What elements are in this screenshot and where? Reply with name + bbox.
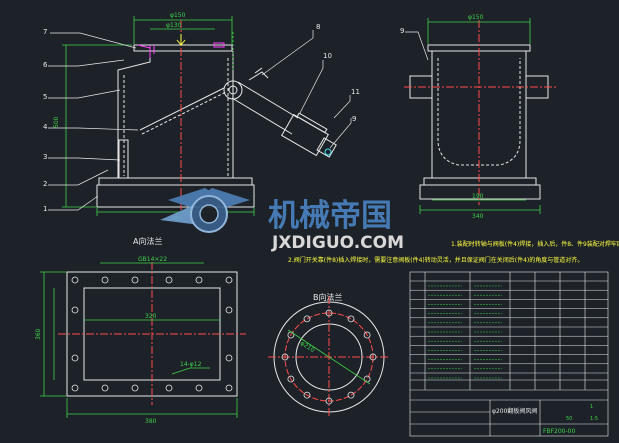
dim-top-width: φ150 bbox=[170, 12, 186, 19]
watermark-logo-icon bbox=[160, 188, 250, 233]
dim-a-top: GB14×22 bbox=[138, 256, 167, 263]
dim-a-width: 380 bbox=[145, 418, 157, 425]
dim-a-hole: 14-φ12 bbox=[180, 361, 202, 368]
side-view bbox=[404, 20, 556, 205]
drawing-title: φ200翻板阀风阀 bbox=[492, 407, 537, 415]
callout-labels: 7 6 5 4 3 2 1 8 10 11 9 bbox=[43, 23, 360, 213]
a-view-holes bbox=[71, 276, 233, 392]
bolt-hole bbox=[325, 309, 333, 317]
valve-body bbox=[117, 51, 234, 179]
callout-10: 10 bbox=[323, 52, 332, 60]
side-dimensions bbox=[419, 18, 541, 214]
side-dim-texts: φ150 190 340 bbox=[468, 14, 484, 220]
drawing-scale: 1:5 bbox=[590, 416, 598, 422]
bolt-hole bbox=[303, 315, 311, 323]
side-callout: 9 bbox=[400, 27, 429, 61]
bolt-hole bbox=[369, 353, 377, 361]
bolt-hole bbox=[347, 391, 355, 399]
bolt-hole bbox=[281, 353, 289, 361]
watermark: 机械帝国 JXDIGUO.COM bbox=[160, 188, 404, 253]
bolt-hole bbox=[303, 391, 311, 399]
callout-6: 6 bbox=[43, 61, 48, 69]
a-view-dimensions bbox=[40, 262, 238, 418]
bolt-hole bbox=[363, 331, 371, 339]
drawing-sheet: 1 bbox=[590, 404, 593, 410]
dim-side-340: 340 bbox=[472, 213, 484, 220]
dim-b-dia: φ210 bbox=[299, 340, 316, 354]
callout-5: 5 bbox=[43, 93, 47, 101]
front-dimensions bbox=[62, 16, 255, 216]
a-view bbox=[58, 262, 246, 405]
a-view-texts: 380 320 360 GB14×22 14-φ12 bbox=[35, 256, 202, 425]
lever-marks bbox=[324, 148, 332, 156]
tech-notes: 1.装配时转轴与阀板(件4)焊接，插入后，件8、件9装配对焊牢固。 2.阀门开关… bbox=[288, 240, 619, 264]
callout-1: 1 bbox=[43, 205, 47, 213]
watermark-en: JXDIGUO.COM bbox=[271, 233, 404, 253]
callout-2: 2 bbox=[43, 180, 47, 188]
callout-leaders bbox=[48, 30, 352, 211]
callout-9: 9 bbox=[400, 27, 404, 35]
a-view-title: A向法兰 bbox=[133, 236, 162, 246]
b-arrow bbox=[176, 34, 186, 46]
bom-rows bbox=[410, 280, 608, 379]
dim-a-inner: 320 bbox=[145, 313, 157, 320]
bom-table bbox=[409, 271, 609, 437]
note-line-1: 1.装配时转轴与阀板(件4)焊接，插入后，件8、件9装配对焊牢固。 bbox=[451, 240, 619, 248]
watermark-cn: 机械帝国 bbox=[268, 198, 392, 234]
b-view-title: B向法兰 bbox=[313, 292, 343, 302]
dim-height: 500 bbox=[53, 116, 60, 128]
dim-a-height: 360 bbox=[35, 328, 42, 340]
callout-9b: 9 bbox=[352, 115, 356, 123]
title-block-texts: φ200翻板阀风阀 FBF200-00 1:5 1 50 bbox=[492, 404, 598, 435]
bolt-hole bbox=[287, 375, 295, 383]
callout-3: 3 bbox=[43, 153, 47, 161]
front-view bbox=[96, 20, 337, 212]
callout-8: 8 bbox=[316, 23, 320, 31]
dim-side-top: φ150 bbox=[468, 14, 484, 21]
drawing-no: FBF200-00 bbox=[543, 428, 575, 435]
drawing-weight: 50 bbox=[566, 416, 572, 422]
callout-4: 4 bbox=[43, 123, 48, 131]
callout-7: 7 bbox=[43, 28, 47, 36]
dim-top-bore: φ130 bbox=[166, 22, 182, 29]
bolt-hole bbox=[347, 315, 355, 323]
bolt-hole bbox=[325, 397, 333, 405]
valve-plate bbox=[139, 87, 225, 131]
note-line-2: 2.阀门开关靠(件8)插入焊接时，需要注意阀板(件4)转动灵活，并且保证阀门在关… bbox=[288, 256, 583, 264]
dim-side-190: 190 bbox=[472, 193, 484, 200]
callout-11: 11 bbox=[351, 88, 360, 96]
